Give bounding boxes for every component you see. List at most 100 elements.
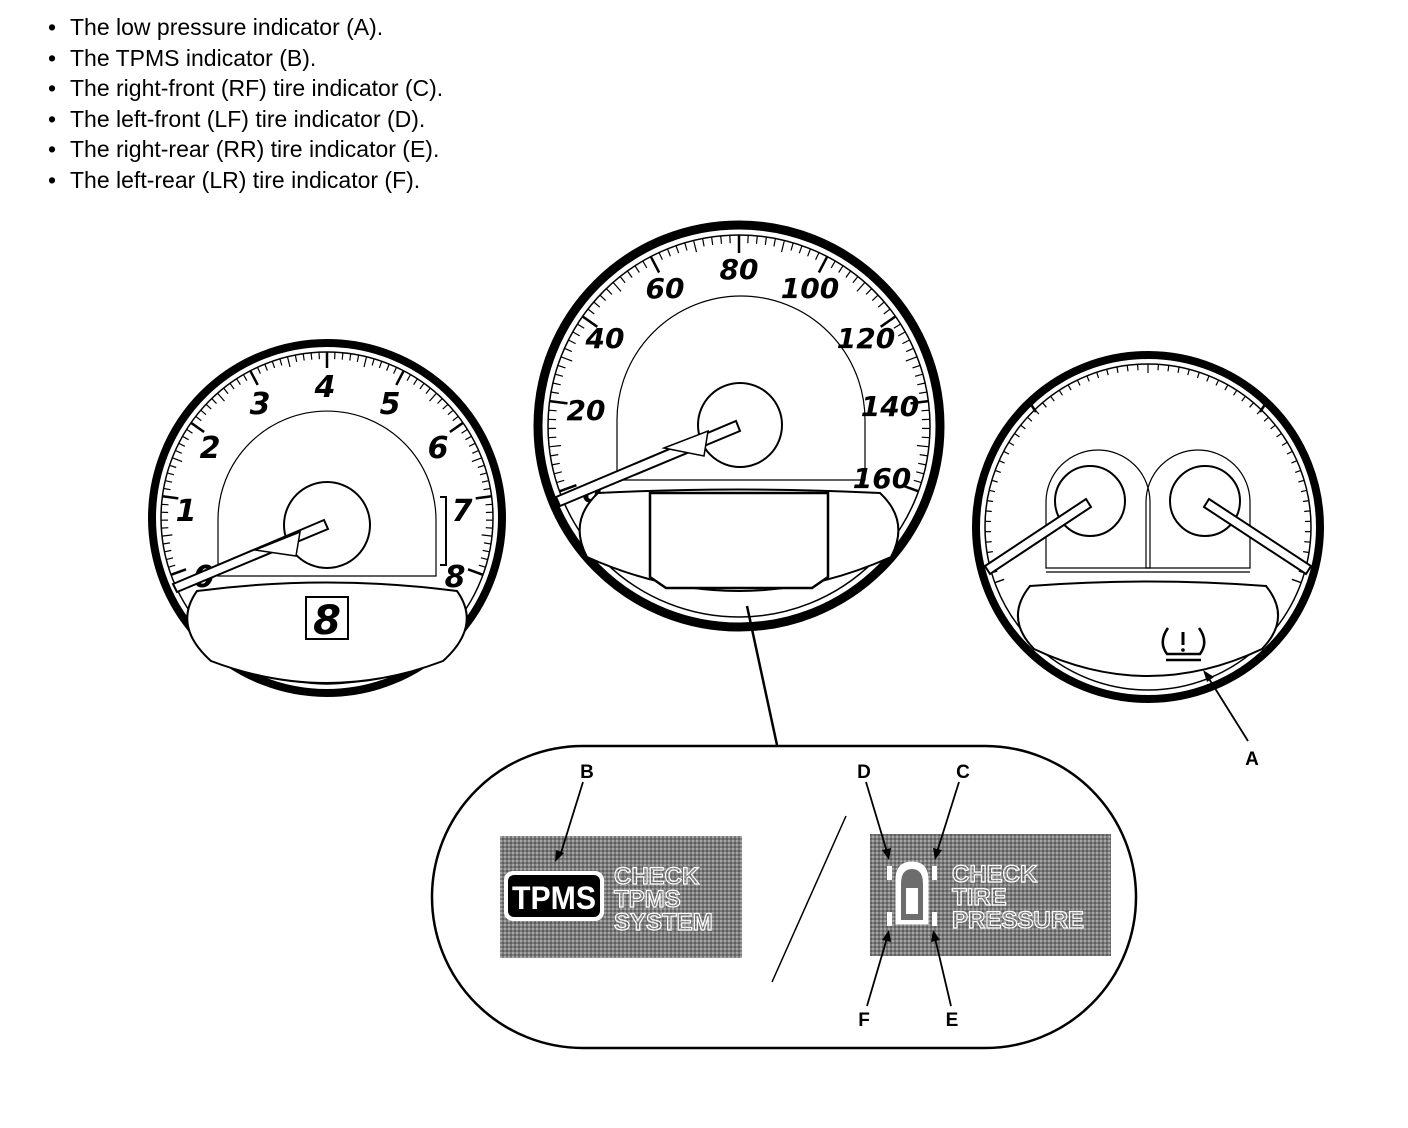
- minor-tick: [549, 444, 562, 448]
- minor-tick: [634, 265, 640, 273]
- minor-tick: [406, 374, 412, 381]
- minor-tick: [577, 323, 585, 329]
- minor-tick: [465, 435, 472, 441]
- minor-tick: [1232, 389, 1238, 396]
- temp-gauge-face: [1145, 449, 1251, 569]
- tpms-badge-text: TPMS: [512, 880, 596, 916]
- minor-tick: [479, 472, 487, 476]
- minor-tick: [163, 487, 171, 491]
- minor-tick: [666, 248, 671, 257]
- minor-tick: [229, 382, 235, 390]
- minor-tick: [182, 435, 189, 441]
- tach-label: 8: [445, 560, 466, 595]
- callout-line-e: [934, 937, 952, 1007]
- tpms-message-line: TPMS: [614, 886, 681, 913]
- tpms-indicator-panel: TPMS CHECK TPMS SYSTEM: [500, 836, 742, 958]
- minor-tick: [468, 442, 476, 447]
- minor-tick: [1014, 433, 1020, 438]
- tach-label: 6: [428, 431, 449, 466]
- major-tick: [817, 256, 829, 274]
- minor-tick: [1020, 424, 1026, 430]
- detail-bubble-outline: [430, 744, 1138, 1050]
- minor-tick: [548, 436, 557, 439]
- minor-tick: [1286, 450, 1293, 455]
- tpms-message-line: CHECK: [614, 863, 700, 890]
- minor-tick: [711, 236, 714, 245]
- multi-info-display: [648, 491, 830, 590]
- minor-tick: [675, 245, 680, 254]
- minor-tick: [437, 398, 443, 405]
- minor-tick: [553, 471, 562, 475]
- callout-label-d: D: [857, 762, 871, 783]
- minor-tick: [1215, 379, 1220, 386]
- tach-label: 4: [314, 370, 336, 405]
- minor-tick: [551, 462, 560, 466]
- redline-bracket: [440, 496, 447, 566]
- minor-tick: [1187, 369, 1190, 376]
- minor-tick: [1003, 450, 1010, 455]
- major-tick: [901, 484, 919, 493]
- minor-tick: [798, 245, 803, 254]
- minor-tick: [702, 238, 705, 247]
- minor-tick: [619, 276, 626, 284]
- minor-tick: [556, 479, 565, 484]
- minor-tick: [918, 462, 927, 466]
- speed-label: 140: [861, 390, 919, 423]
- tpms-message-line: SYSTEM: [614, 909, 713, 936]
- temp-gauge-hub: [1169, 465, 1241, 537]
- minor-tick: [1206, 375, 1210, 382]
- callout-line-d: [865, 781, 888, 853]
- minor-tick: [917, 382, 926, 386]
- callout-line-f: [866, 937, 888, 1007]
- minor-tick: [883, 308, 891, 315]
- minor-tick: [429, 392, 437, 402]
- minor-tick: [568, 339, 576, 345]
- tire-message-line: PRESSURE: [952, 907, 1084, 934]
- minor-tick: [256, 366, 261, 374]
- minor-tick: [349, 353, 352, 361]
- minor-tick: [905, 356, 918, 362]
- minor-tick: [442, 403, 449, 410]
- minor-tick: [893, 323, 901, 329]
- minor-tick: [560, 356, 573, 362]
- speed-label: 160: [853, 462, 911, 495]
- minor-tick: [168, 564, 176, 568]
- minor-tick: [481, 534, 493, 537]
- minor-tick: [916, 471, 925, 475]
- minor-tick: [587, 308, 595, 315]
- minor-tick: [986, 551, 993, 554]
- divider-slash: [771, 815, 847, 983]
- indicator-list: •The low pressure indicator (A). •The TP…: [48, 12, 443, 195]
- minor-tick: [1058, 389, 1064, 396]
- minor-tick: [985, 510, 992, 513]
- minor-tick: [852, 276, 859, 284]
- minor-tick: [626, 270, 633, 278]
- minor-tick: [461, 428, 468, 434]
- tire-message-line: CHECK: [952, 861, 1038, 888]
- tach-label: 3: [250, 387, 271, 422]
- minor-tick: [1263, 416, 1269, 422]
- left-front-tire-icon: [887, 866, 892, 880]
- minor-tick: [393, 366, 398, 374]
- minor-tick: [555, 373, 564, 377]
- major-tick: [395, 370, 405, 386]
- minor-tick: [1281, 441, 1288, 446]
- minor-tick: [1042, 402, 1047, 408]
- minor-tick: [684, 242, 688, 251]
- minor-tick: [363, 356, 368, 368]
- minor-tick: [164, 549, 172, 553]
- display-leader-line: [745, 605, 779, 746]
- minor-tick: [989, 489, 996, 493]
- minor-tick: [480, 557, 488, 561]
- minor-tick: [223, 387, 229, 394]
- minor-tick: [1106, 369, 1109, 376]
- minor-tick: [693, 240, 698, 253]
- minor-tick: [1008, 441, 1015, 446]
- major-tick: [190, 421, 205, 434]
- minor-tick: [378, 361, 383, 369]
- minor-tick: [593, 301, 601, 308]
- minor-tick: [552, 382, 561, 386]
- minor-tick: [1304, 541, 1311, 543]
- tachometer-scale: [160, 352, 494, 576]
